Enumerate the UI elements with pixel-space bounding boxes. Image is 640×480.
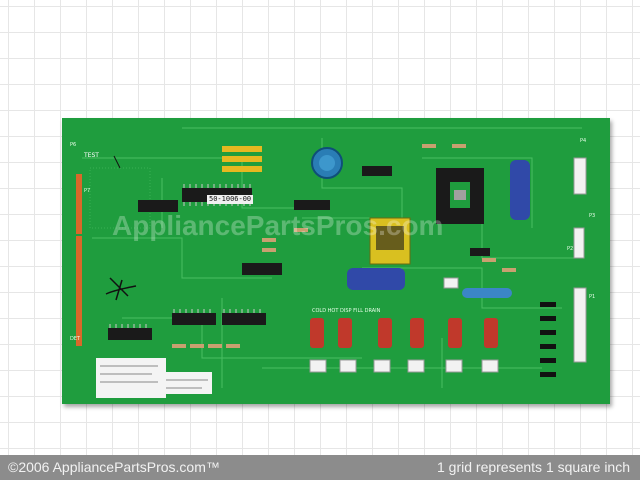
relay-row-label: COLD HOT DISP FILL DRAIN <box>312 308 381 314</box>
p3-label: P3 <box>589 213 596 219</box>
p7-label: P7 <box>84 188 91 194</box>
det-label: DET <box>70 336 81 342</box>
p6-label: P6 <box>70 142 77 148</box>
watermark: AppliancePartsPros.com <box>112 210 444 241</box>
p1-label: P1 <box>589 294 596 300</box>
board-artwork <box>76 127 587 398</box>
chip-label: 50-1006-00 <box>207 195 254 204</box>
footer-bar: ©2006 AppliancePartsPros.com™ 1 grid rep… <box>0 455 640 480</box>
left-connector <box>76 174 82 346</box>
scale-note: 1 grid represents 1 square inch <box>437 459 630 475</box>
ic-socket <box>436 168 484 224</box>
p2-label: P2 <box>567 246 574 252</box>
circuit-board: 50-1006-00 TEST P4 P6 P7 P1 P2 P3 DET CO… <box>62 118 610 404</box>
p4-label: P4 <box>580 138 587 144</box>
copyright-text: ©2006 AppliancePartsPros.com™ <box>8 459 220 475</box>
test-label: TEST <box>84 152 99 159</box>
